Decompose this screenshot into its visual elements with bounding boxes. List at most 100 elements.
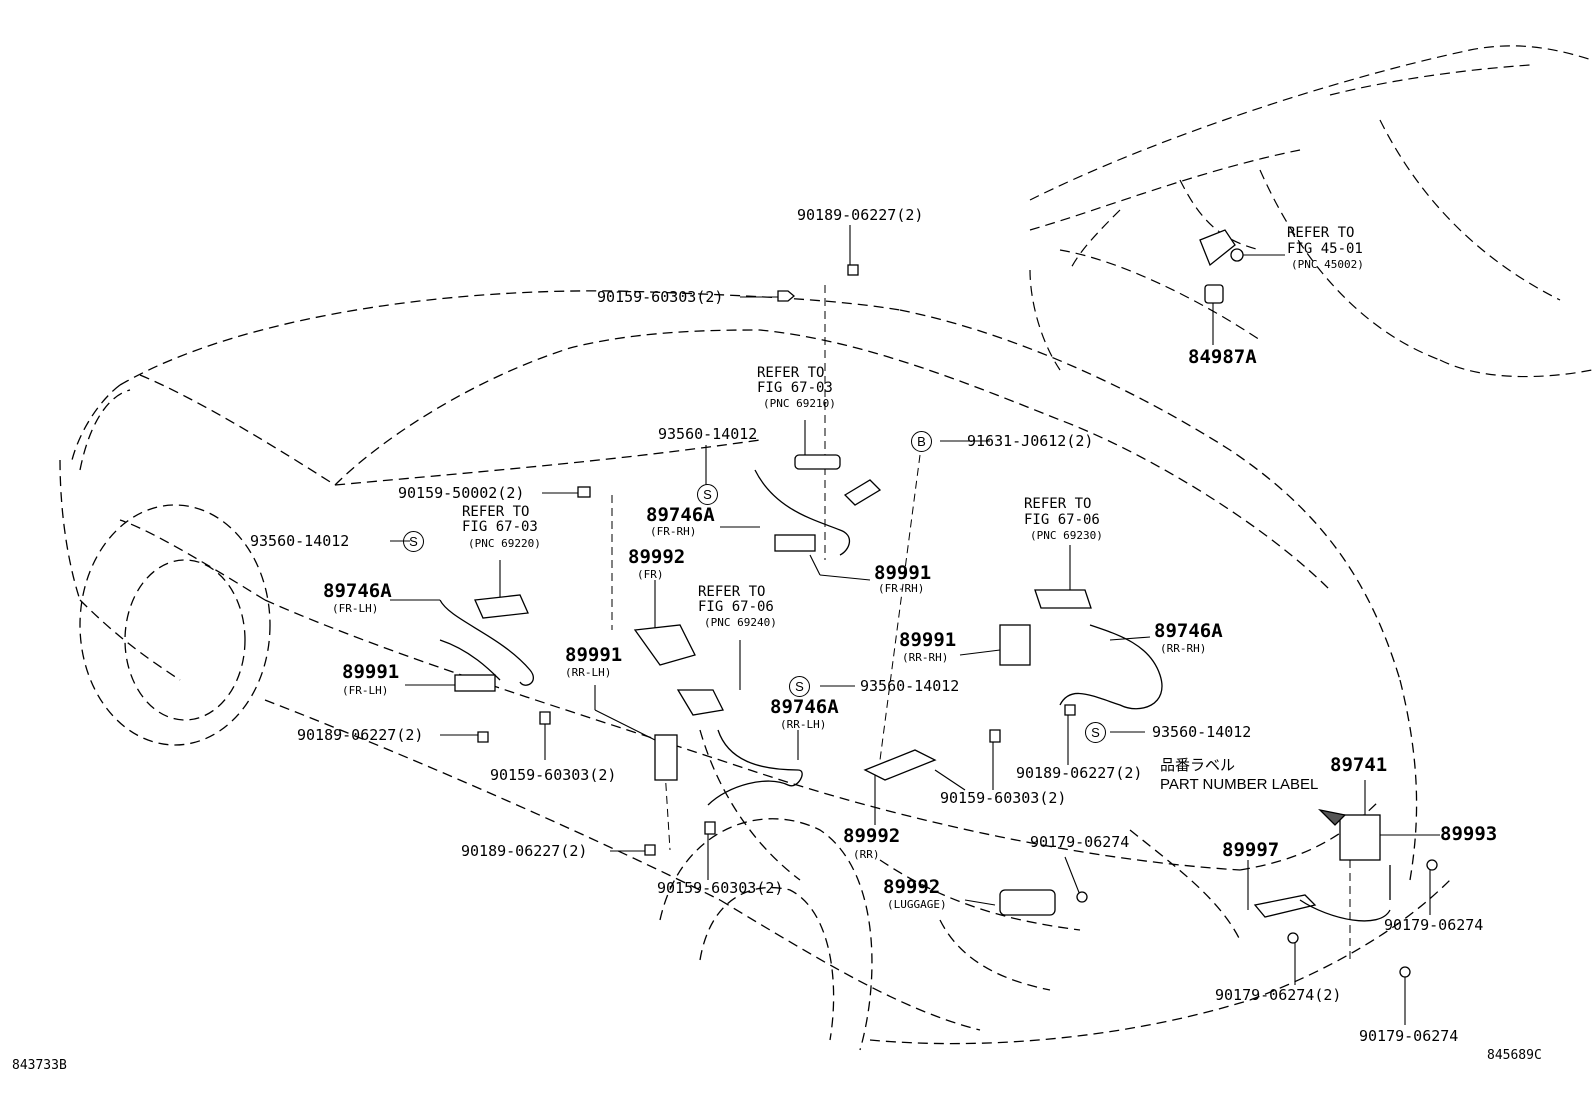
ref-6703-l-line3: (PNC 69220) [468,537,541,550]
sensor-fr-lh [454,674,496,692]
label-90189-bot: 90189-06227(2) [461,842,588,860]
screw-part [577,486,591,498]
ref-6706-c-line3: (PNC 69240) [704,616,777,629]
label-89991-frlh-pos: (FR-LH) [342,684,389,697]
label-89991-rrrh: 89991 [899,629,957,651]
bolt-part [777,290,796,302]
label-90179-a: 90179-06274 [1030,833,1130,851]
label-90159-r: 90159-60303(2) [940,789,1067,807]
label-93560-right: 93560-14012 [1152,723,1252,741]
figure-code-right: 845689C [1487,1048,1542,1063]
label-90159-50002: 90159-50002(2) [398,484,525,502]
label-91631: 91631-J0612(2) [967,432,1094,450]
harness-fr-lh [439,599,534,686]
label-89992-rr-pos: (RR) [853,848,880,861]
ref-4501-line2: FIG 45-01 [1287,241,1363,257]
label-89746A-frrh: 89746A [646,504,715,526]
label-90189-l2: 90189-06227(2) [297,726,424,744]
label-90159-top: 90159-60303(2) [597,288,724,306]
lamp-rr-part [863,749,937,781]
s-mark-icon: S [403,531,424,552]
car-body-outline [59,290,1451,1045]
sensor-rr-rh [999,624,1031,666]
lamp-fr-part [633,624,696,666]
ref-4501-line1: REFER TO [1287,225,1355,241]
ref-6703-l-line2: FIG 67-03 [462,519,538,535]
label-90179-b: 90179-06274 [1384,916,1484,934]
ref-6706-c-line1: REFER TO [698,584,766,600]
key-part [843,479,882,506]
figure-code-left: 843733B [12,1058,67,1073]
arrow-part-number-label [1318,808,1347,826]
label-89991-rrrh-pos: (RR-RH) [902,651,949,664]
label-89992-luggage-pos: (LUGGAGE) [887,898,947,911]
label-89746A-rrrh-pos: (RR-RH) [1160,642,1207,655]
label-89992-rr: 89992 [843,825,901,847]
label-89992-fr: 89992 [628,546,686,568]
ref-4501-line3: (PNC 45002) [1291,258,1364,271]
part-84987A [1204,284,1224,304]
sensor-fr-rh [774,534,816,552]
s-mark-icon: S [789,676,810,697]
label-89997: 89997 [1222,839,1280,861]
inset-parts [1199,229,1244,304]
leader-lines [390,225,1440,1025]
label-89746A-frlh-pos: (FR-LH) [332,602,379,615]
clip-part [847,264,859,276]
ref-6703-fr-line3: (PNC 69210) [763,397,836,410]
ref-6706-r-line3: (PNC 69230) [1030,529,1103,542]
lamp-luggage-part [999,889,1056,916]
guide-lines [611,285,1351,960]
label-84987A: 84987A [1188,346,1257,368]
ref-6703-fr-line2: FIG 67-03 [757,380,833,396]
handle-fr-lh [474,594,529,619]
label-89991-frrh-pos: (FR-RH) [878,582,925,595]
s-mark-icon: S [1085,722,1106,743]
module-89741 [1339,814,1381,861]
label-93560-mid: 93560-14012 [860,677,960,695]
label-89991-frrh: 89991 [874,562,932,584]
label-89746A-rrrh: 89746A [1154,620,1223,642]
b-mark-icon: B [911,431,932,452]
part-number-label-jp: 品番ラベル [1160,756,1236,774]
label-89991-frlh: 89991 [342,661,400,683]
ignition-switch-part [1199,229,1236,267]
ref-6706-r-line1: REFER TO [1024,496,1092,512]
ref-6706-c-line2: FIG 67-06 [698,599,774,615]
label-90179-d: 90179-06274 [1359,1027,1459,1045]
label-89746A-rrlh-pos: (RR-LH) [780,718,827,731]
harness-rr-rh [1059,624,1163,710]
label-89991-rrlh: 89991 [565,644,623,666]
wheels [79,389,873,1051]
label-90179-c: 90179-06274(2) [1215,986,1342,1004]
label-93560-left: 93560-14012 [250,532,350,550]
sensor-89997 [1253,894,1317,918]
label-90189-top: 90189-06227(2) [797,206,924,224]
label-89991-rrlh-pos: (RR-LH) [565,666,612,679]
label-89992-luggage: 89992 [883,876,941,898]
handle-fr-part [794,454,841,470]
label-90159-l2: 90159-60303(2) [490,766,617,784]
inset-dashboard [1029,45,1592,378]
s-mark-icon: S [697,484,718,505]
label-89993: 89993 [1440,823,1498,845]
ref-6703-l-line1: REFER TO [462,504,530,520]
parts [439,264,1438,978]
harness-fr-rh [754,469,851,556]
label-89746A-rrlh: 89746A [770,696,839,718]
label-90189-r: 90189-06227(2) [1016,764,1143,782]
sensor-rr-lh [654,734,678,781]
label-89746A-frrh-pos: (FR-RH) [650,525,697,538]
label-93560-top: 93560-14012 [658,425,758,443]
part-number-label: PART NUMBER LABEL [1160,776,1319,793]
ref-6706-r-line2: FIG 67-06 [1024,512,1100,528]
handle-rr-lh [676,689,724,716]
harness-rr-lh [707,729,803,806]
label-89992-fr-pos: (FR) [637,568,664,581]
label-89746A-frlh: 89746A [323,580,392,602]
handle-rr-rh [1034,589,1092,609]
ref-6703-fr-line1: REFER TO [757,365,825,381]
label-89741: 89741 [1330,754,1388,776]
label-90159-bot: 90159-60303(2) [657,879,784,897]
